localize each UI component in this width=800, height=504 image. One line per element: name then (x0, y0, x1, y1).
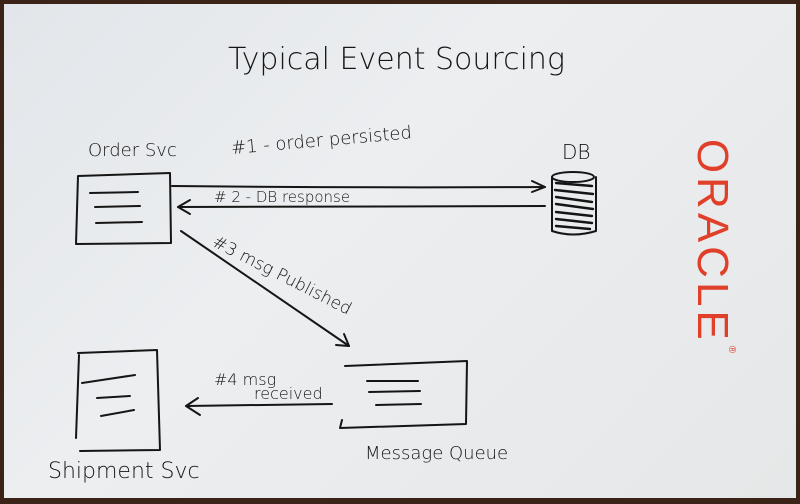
shipment-svc-box (75, 349, 161, 452)
edge-label-4-line2: received (254, 384, 323, 403)
edge-label-2: # 2 - DB response (214, 188, 351, 206)
arrow-order-to-queue (180, 230, 350, 347)
paper-background (4, 4, 796, 498)
db-label: DB (562, 140, 591, 164)
order-svc-label: Order Svc (88, 140, 177, 161)
shipment-svc-label: Shipment Svc (48, 459, 200, 484)
arrow-order-to-db (171, 180, 546, 193)
arrow-queue-to-shipment (185, 397, 333, 416)
edge-label-4-line1: #4 msg (214, 370, 277, 389)
db-cylinder-icon (551, 171, 597, 236)
diagram-title: Typical Event Sourcing (228, 42, 565, 77)
oracle-logo: ORACLE® (687, 139, 737, 357)
order-svc-box (75, 172, 172, 245)
oracle-logo-text: ORACLE (688, 138, 737, 344)
message-queue-box (339, 360, 468, 429)
registered-mark: ® (726, 345, 737, 358)
arrow-db-to-order (177, 199, 546, 215)
message-queue-label: Message Queue (365, 443, 509, 464)
